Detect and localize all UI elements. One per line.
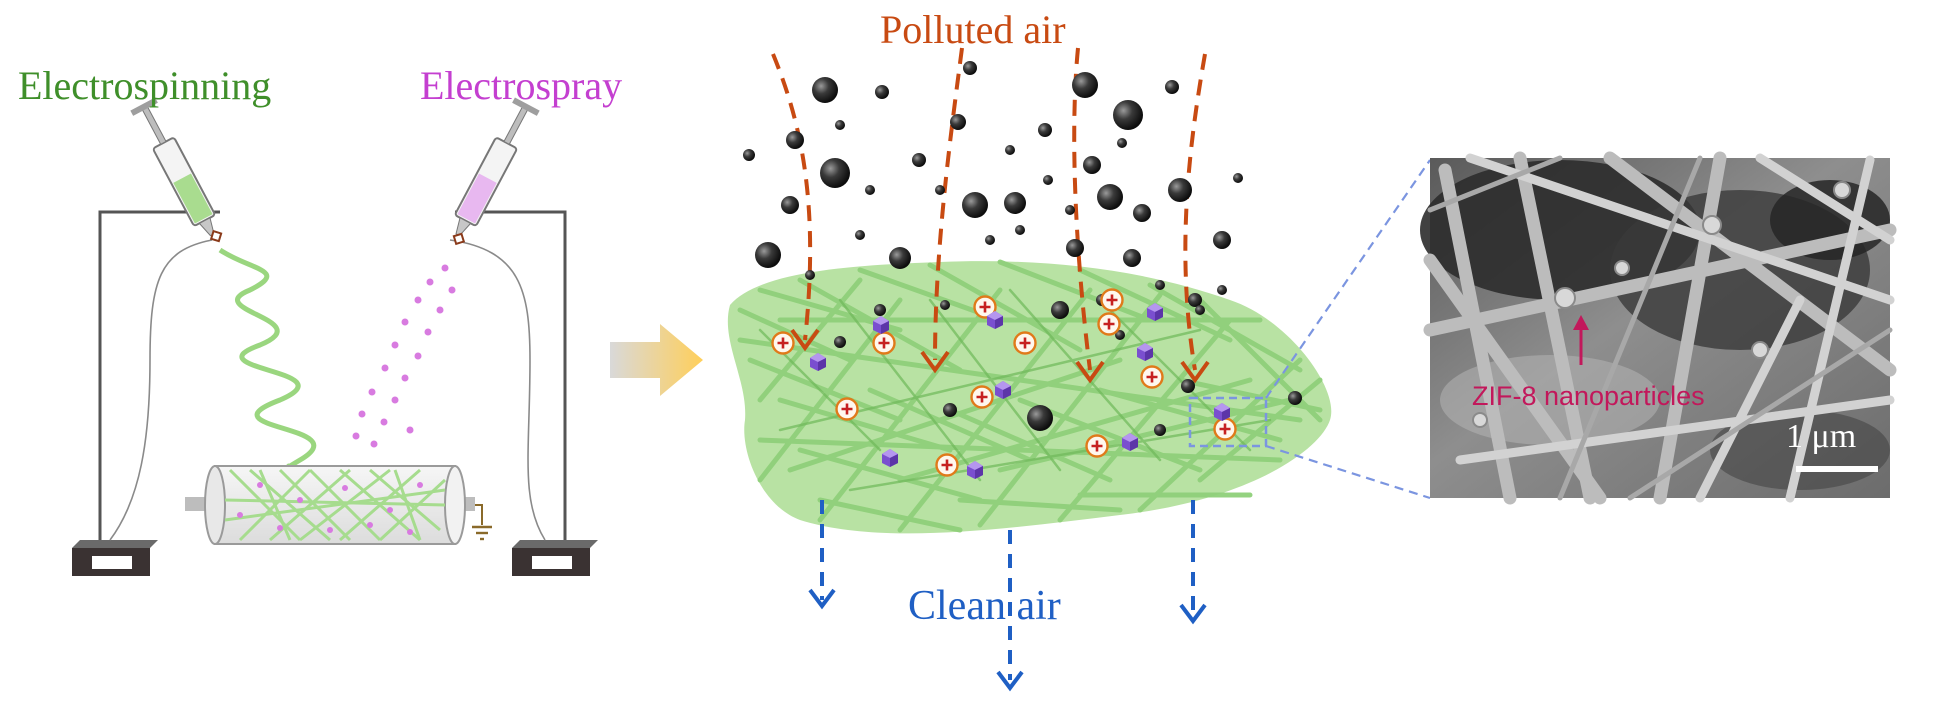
zif8-pointer-arrow [1573,315,1589,365]
right-wire [449,239,546,541]
positive-charge-icon [1213,417,1237,441]
clean-air-arrows [820,500,1195,680]
electrospinning-apparatus [72,97,598,576]
positive-charge-icon [872,331,896,355]
scale-bar-label: 1 μm [1786,418,1857,455]
positive-charge-icon [935,453,959,477]
left-base [72,540,158,576]
clean-air-arrowheads [808,588,1207,692]
positive-charge-icon [1140,365,1164,389]
polluted-air-arrowheads [790,328,1210,384]
syringe-icon [452,97,540,246]
positive-charge-icon [771,331,795,355]
collector-drum [185,465,475,545]
fiber-membrane [727,259,1332,534]
zoom-region-box [1188,396,1268,448]
right-base [512,540,598,576]
zoom-connector-lines [1265,159,1431,500]
positive-charge-icon [1097,312,1121,336]
process-arrow [610,324,703,396]
positive-charge-icon [1085,434,1109,458]
scale-bar [1796,466,1878,472]
sem-micrograph [1420,151,1897,505]
left-stand [98,210,220,545]
fiber-jet [218,247,317,474]
positive-charge-icon [835,397,859,421]
syringe-icon [130,97,223,243]
spray-droplets [352,264,456,448]
positive-charge-icon [1013,331,1037,355]
positive-charge-icon [970,385,994,409]
left-wire [109,239,213,541]
electrospray-label: Electrospray [420,63,623,108]
polluted-air-label: Polluted air [880,7,1066,52]
electrospinning-label: Electrospinning [18,63,272,108]
right-stand [455,210,567,545]
zif8-nanoparticles-label: ZIF-8 nanoparticles [1472,381,1705,411]
clean-air-label: Clean air [908,583,1061,629]
positive-charge-icon [1100,288,1124,312]
ground-symbol-icon [472,525,492,541]
